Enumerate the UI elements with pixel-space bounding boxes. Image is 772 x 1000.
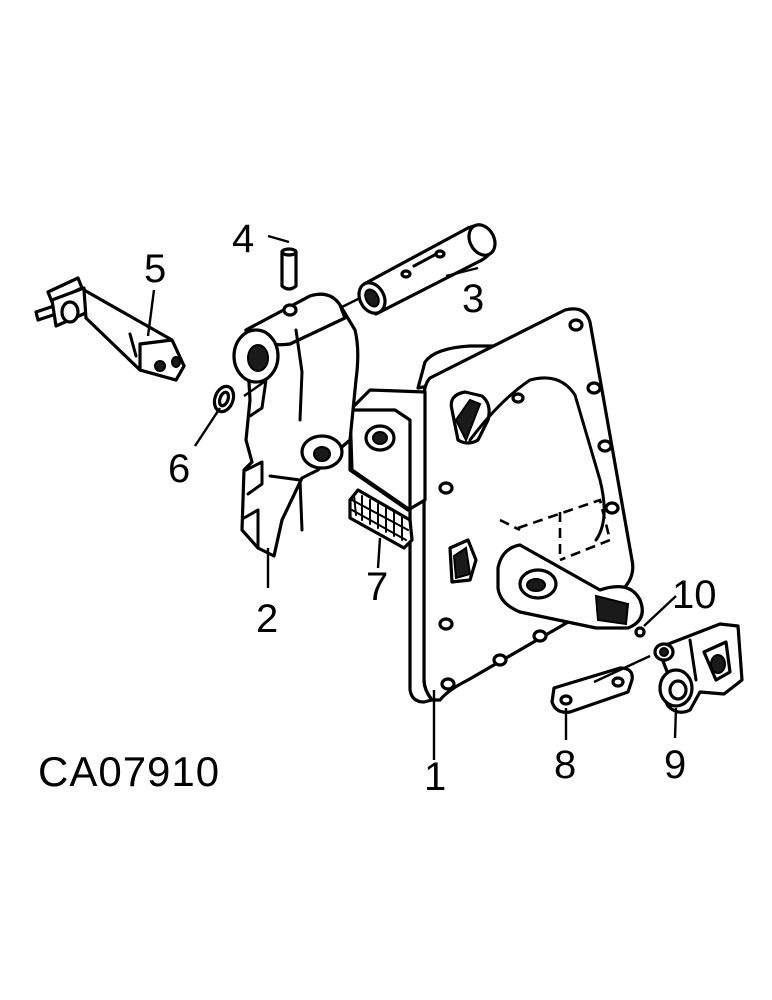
part-8-link xyxy=(550,666,634,714)
part-7-spring xyxy=(348,488,414,550)
part-5-shaft xyxy=(34,276,186,382)
callout-5: 5 xyxy=(144,247,166,291)
leader-lines xyxy=(146,234,678,760)
part-2-lever xyxy=(232,292,360,558)
part-6-washer xyxy=(212,384,236,414)
part-1-housing-plate xyxy=(408,307,644,704)
callout-7: 7 xyxy=(366,565,388,609)
drawing-code: CA07910 xyxy=(38,748,220,795)
callout-3: 3 xyxy=(462,277,484,321)
callout-2: 2 xyxy=(256,597,278,641)
callout-6: 6 xyxy=(168,447,190,491)
callout-4: 4 xyxy=(232,217,254,261)
callout-1: 1 xyxy=(424,755,446,799)
callout-10: 10 xyxy=(672,573,717,617)
part-1-side-bracket xyxy=(348,388,427,512)
part-9-clevis xyxy=(653,622,744,714)
part-10-ball xyxy=(634,626,646,638)
part-3-sleeve xyxy=(357,223,497,316)
part-4-pin xyxy=(280,247,298,291)
callout-8: 8 xyxy=(554,743,576,787)
callout-9: 9 xyxy=(664,743,686,787)
